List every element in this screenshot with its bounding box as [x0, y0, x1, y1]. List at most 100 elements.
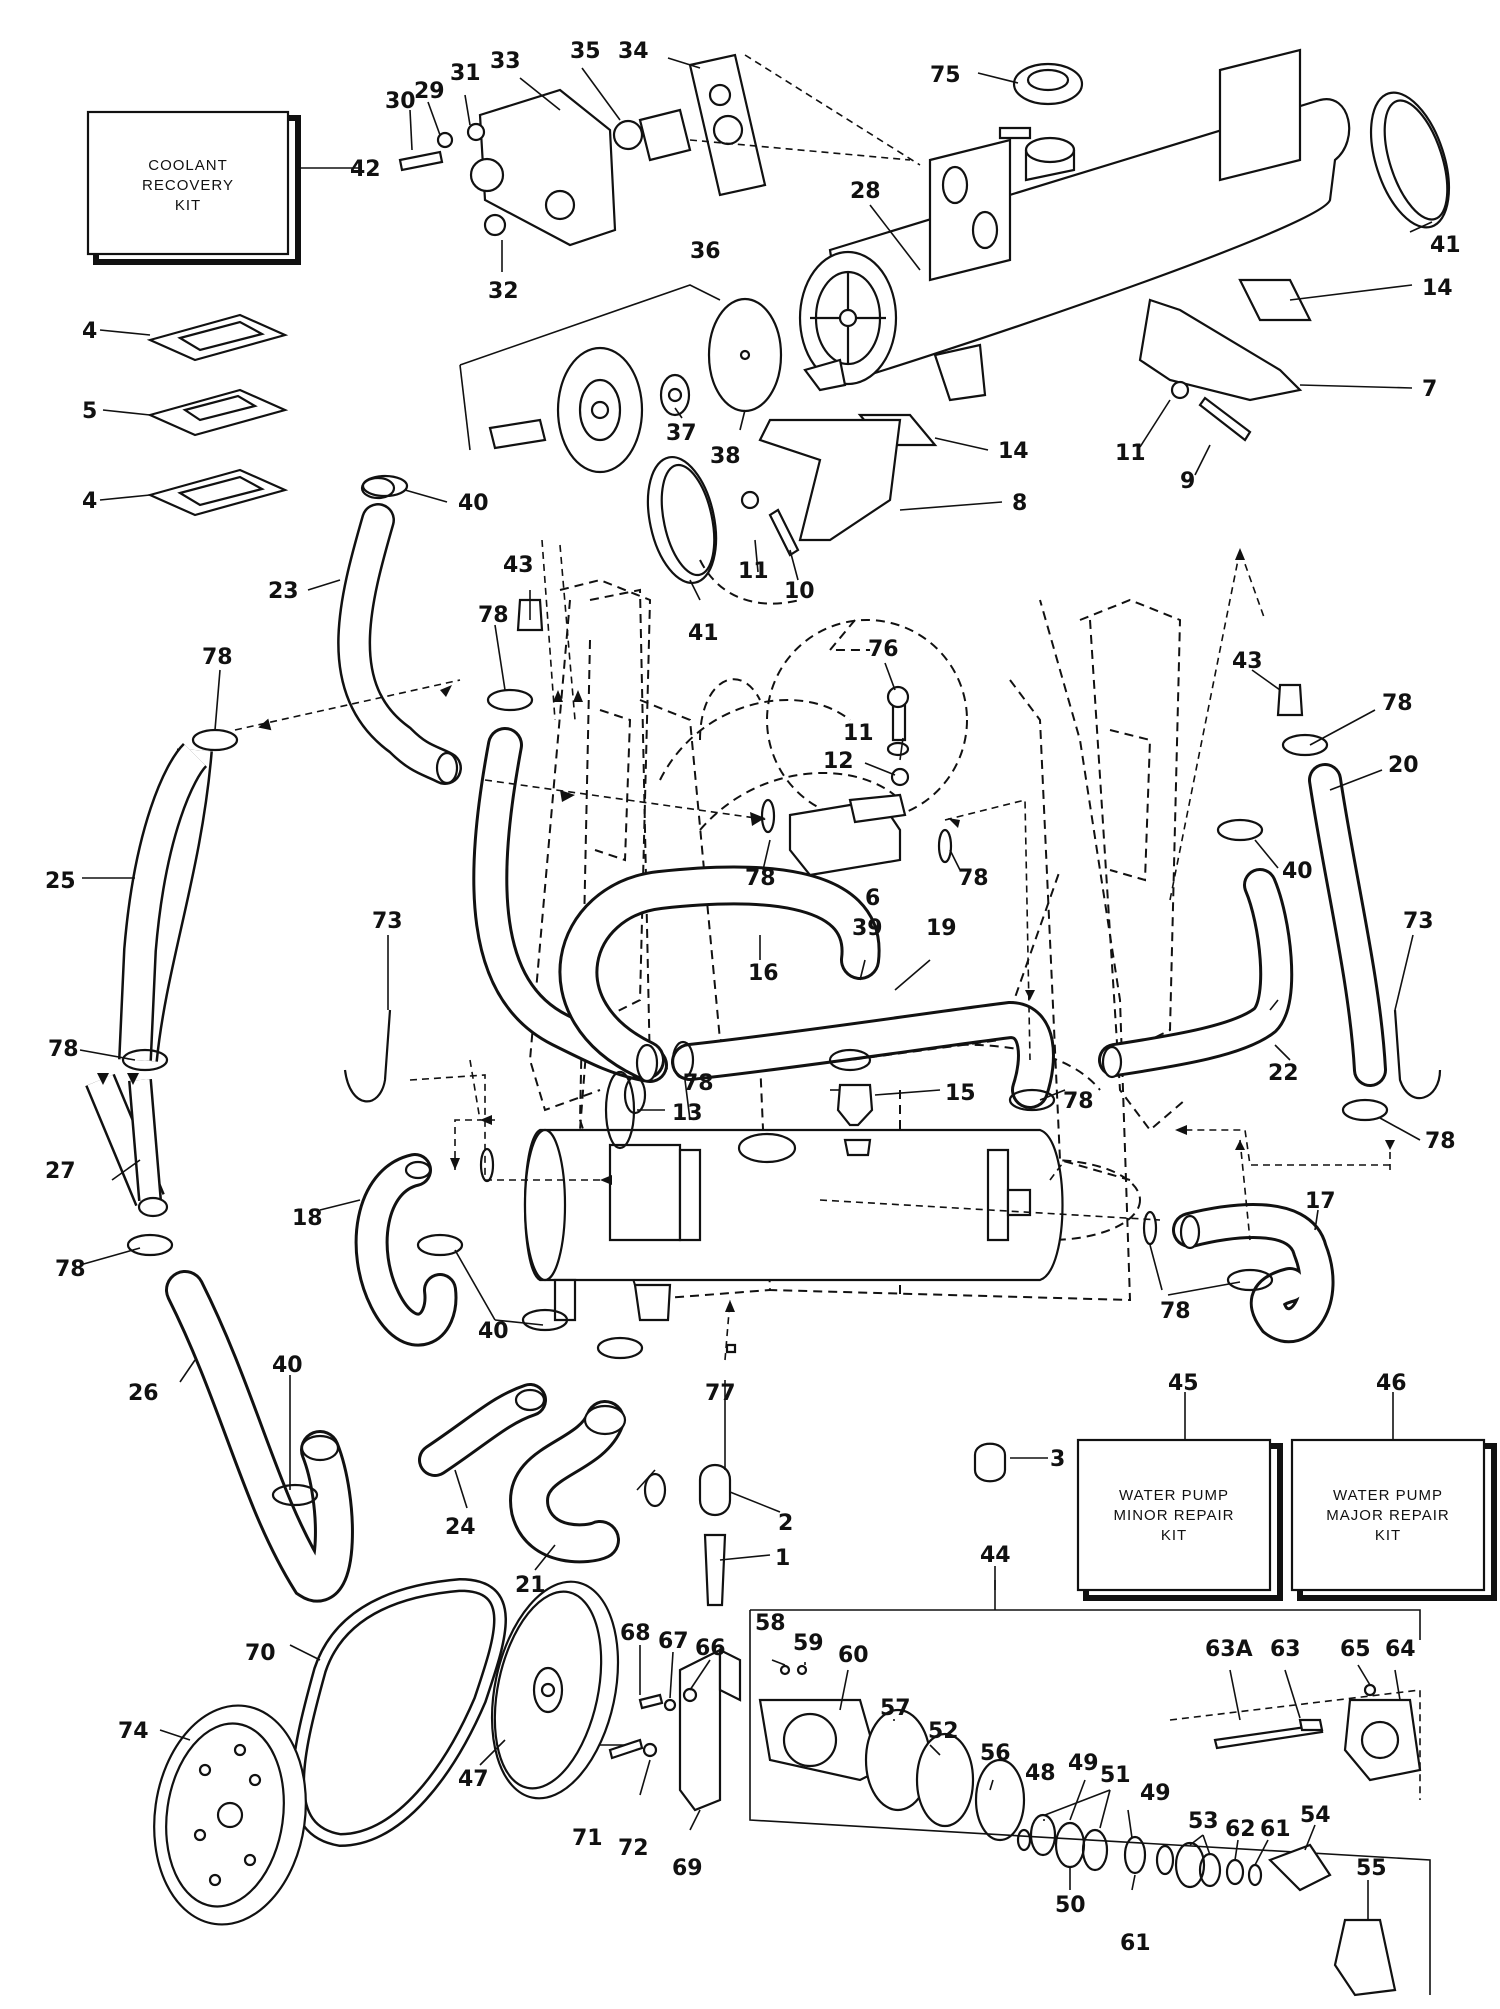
hook-73-right	[1393, 1009, 1442, 1100]
hose-23	[337, 476, 462, 785]
callout-66: 66	[695, 1636, 726, 1661]
callout-8: 8	[1012, 491, 1027, 516]
callout-71: 71	[572, 1826, 603, 1851]
callout-64: 64	[1385, 1637, 1416, 1662]
heat-exchanger-lower	[523, 1128, 1064, 1322]
coolant-kit-line-1: COOLANT	[148, 157, 228, 174]
callout-39: 39	[852, 916, 883, 941]
callout-40-right: 40	[1282, 859, 1313, 884]
coolant-kit-line-2: RECOVERY	[142, 177, 234, 194]
major-kit-line-1: WATER PUMP	[1333, 1487, 1443, 1504]
callout-45: 45	[1168, 1371, 1199, 1396]
callout-59: 59	[793, 1631, 824, 1656]
hose-27	[85, 1073, 169, 1218]
callout-19: 19	[926, 916, 957, 941]
callout-75: 75	[930, 63, 961, 88]
callout-78-i: 78	[1425, 1129, 1456, 1154]
callout-78-f: 78	[48, 1037, 79, 1062]
callout-32: 32	[488, 279, 519, 304]
callout-7: 7	[1422, 377, 1437, 402]
callout-63: 63	[1270, 1637, 1301, 1662]
water-pump-group-44	[749, 1580, 1431, 1997]
callout-65: 65	[1340, 1637, 1371, 1662]
hose-17	[1172, 1203, 1335, 1344]
callout-14-upper: 14	[1422, 276, 1453, 301]
callout-27: 27	[45, 1159, 76, 1184]
hose-24	[418, 1383, 547, 1477]
minor-kit-line-3: KIT	[1161, 1527, 1187, 1544]
radiator-cap-75	[1012, 62, 1084, 106]
callout-3: 3	[1050, 1447, 1065, 1472]
hose-16	[558, 865, 881, 1083]
callout-35: 35	[570, 39, 601, 64]
callout-1: 1	[775, 1546, 790, 1571]
callout-22: 22	[1268, 1061, 1299, 1086]
callout-48: 48	[1025, 1761, 1056, 1786]
callout-58: 58	[755, 1611, 786, 1636]
callout-56: 56	[980, 1741, 1011, 1766]
callout-77: 77	[705, 1381, 736, 1406]
callout-11-mid: 11	[738, 559, 769, 584]
callout-51: 51	[1100, 1763, 1131, 1788]
callout-4-top: 4	[82, 319, 97, 344]
callout-70: 70	[245, 1641, 276, 1666]
callout-78-c: 78	[1382, 691, 1413, 716]
callout-54: 54	[1300, 1803, 1331, 1828]
hose-clamps	[121, 474, 1389, 1508]
callout-21: 21	[515, 1573, 546, 1598]
callout-4-bottom: 4	[82, 489, 97, 514]
callout-72: 72	[618, 1836, 649, 1861]
gaskets-4-5-4	[146, 313, 289, 517]
callout-78-d: 78	[745, 866, 776, 891]
callout-78-k: 78	[1160, 1299, 1191, 1324]
hose-26	[165, 1270, 354, 1603]
water-pump-minor-repair-kit-box: WATER PUMP MINOR REPAIR KIT	[1076, 1438, 1283, 1601]
belt-70	[291, 1577, 507, 1848]
callout-73-right: 73	[1403, 909, 1434, 934]
major-kit-line-2: MAJOR REPAIR	[1326, 1507, 1449, 1524]
callout-55: 55	[1356, 1856, 1387, 1881]
bracket-69-hardware	[608, 1648, 742, 1812]
callout-63A: 63A	[1205, 1637, 1253, 1662]
callout-2: 2	[778, 1511, 793, 1536]
callout-28: 28	[850, 179, 881, 204]
flow-arrowheads	[97, 548, 1395, 1312]
pulley-assembly-36	[459, 284, 783, 585]
callout-11-right: 11	[1115, 441, 1146, 466]
callout-78-b: 78	[478, 603, 509, 628]
callout-60: 60	[838, 1643, 869, 1668]
callout-18: 18	[292, 1206, 323, 1231]
major-kit-line-3: KIT	[1375, 1527, 1401, 1544]
callout-61-b: 61	[1120, 1931, 1151, 1956]
callout-31: 31	[450, 61, 481, 86]
callout-78-e: 78	[958, 866, 989, 891]
callout-40-top: 40	[458, 491, 489, 516]
callout-76: 76	[868, 637, 899, 662]
callout-67: 67	[658, 1629, 689, 1654]
hook-73-left	[343, 1009, 392, 1103]
flow-lines	[234, 539, 1391, 1361]
water-outlet-6	[788, 685, 910, 877]
callout-73-left: 73	[372, 909, 403, 934]
callout-47: 47	[458, 1767, 489, 1792]
callout-12: 12	[823, 749, 854, 774]
callout-40-lower-left: 40	[272, 1353, 303, 1378]
callout-16: 16	[748, 961, 779, 986]
callout-78-g: 78	[683, 1071, 714, 1096]
callout-26: 26	[128, 1381, 159, 1406]
hose-20	[1308, 763, 1387, 1087]
callout-38: 38	[710, 444, 741, 469]
callout-23: 23	[268, 579, 299, 604]
leader-lines	[79, 57, 1433, 1920]
callout-10: 10	[784, 579, 815, 604]
callout-34: 34	[618, 39, 649, 64]
callout-78-a: 78	[202, 645, 233, 670]
callout-53: 53	[1188, 1809, 1219, 1834]
water-pump-major-repair-kit-box: WATER PUMP MAJOR REPAIR KIT	[1290, 1438, 1497, 1601]
callout-20: 20	[1388, 753, 1419, 778]
callout-5: 5	[82, 399, 97, 424]
callout-69: 69	[672, 1856, 703, 1881]
callout-43-left: 43	[503, 553, 534, 578]
coolant-kit-line-3: KIT	[175, 197, 201, 214]
